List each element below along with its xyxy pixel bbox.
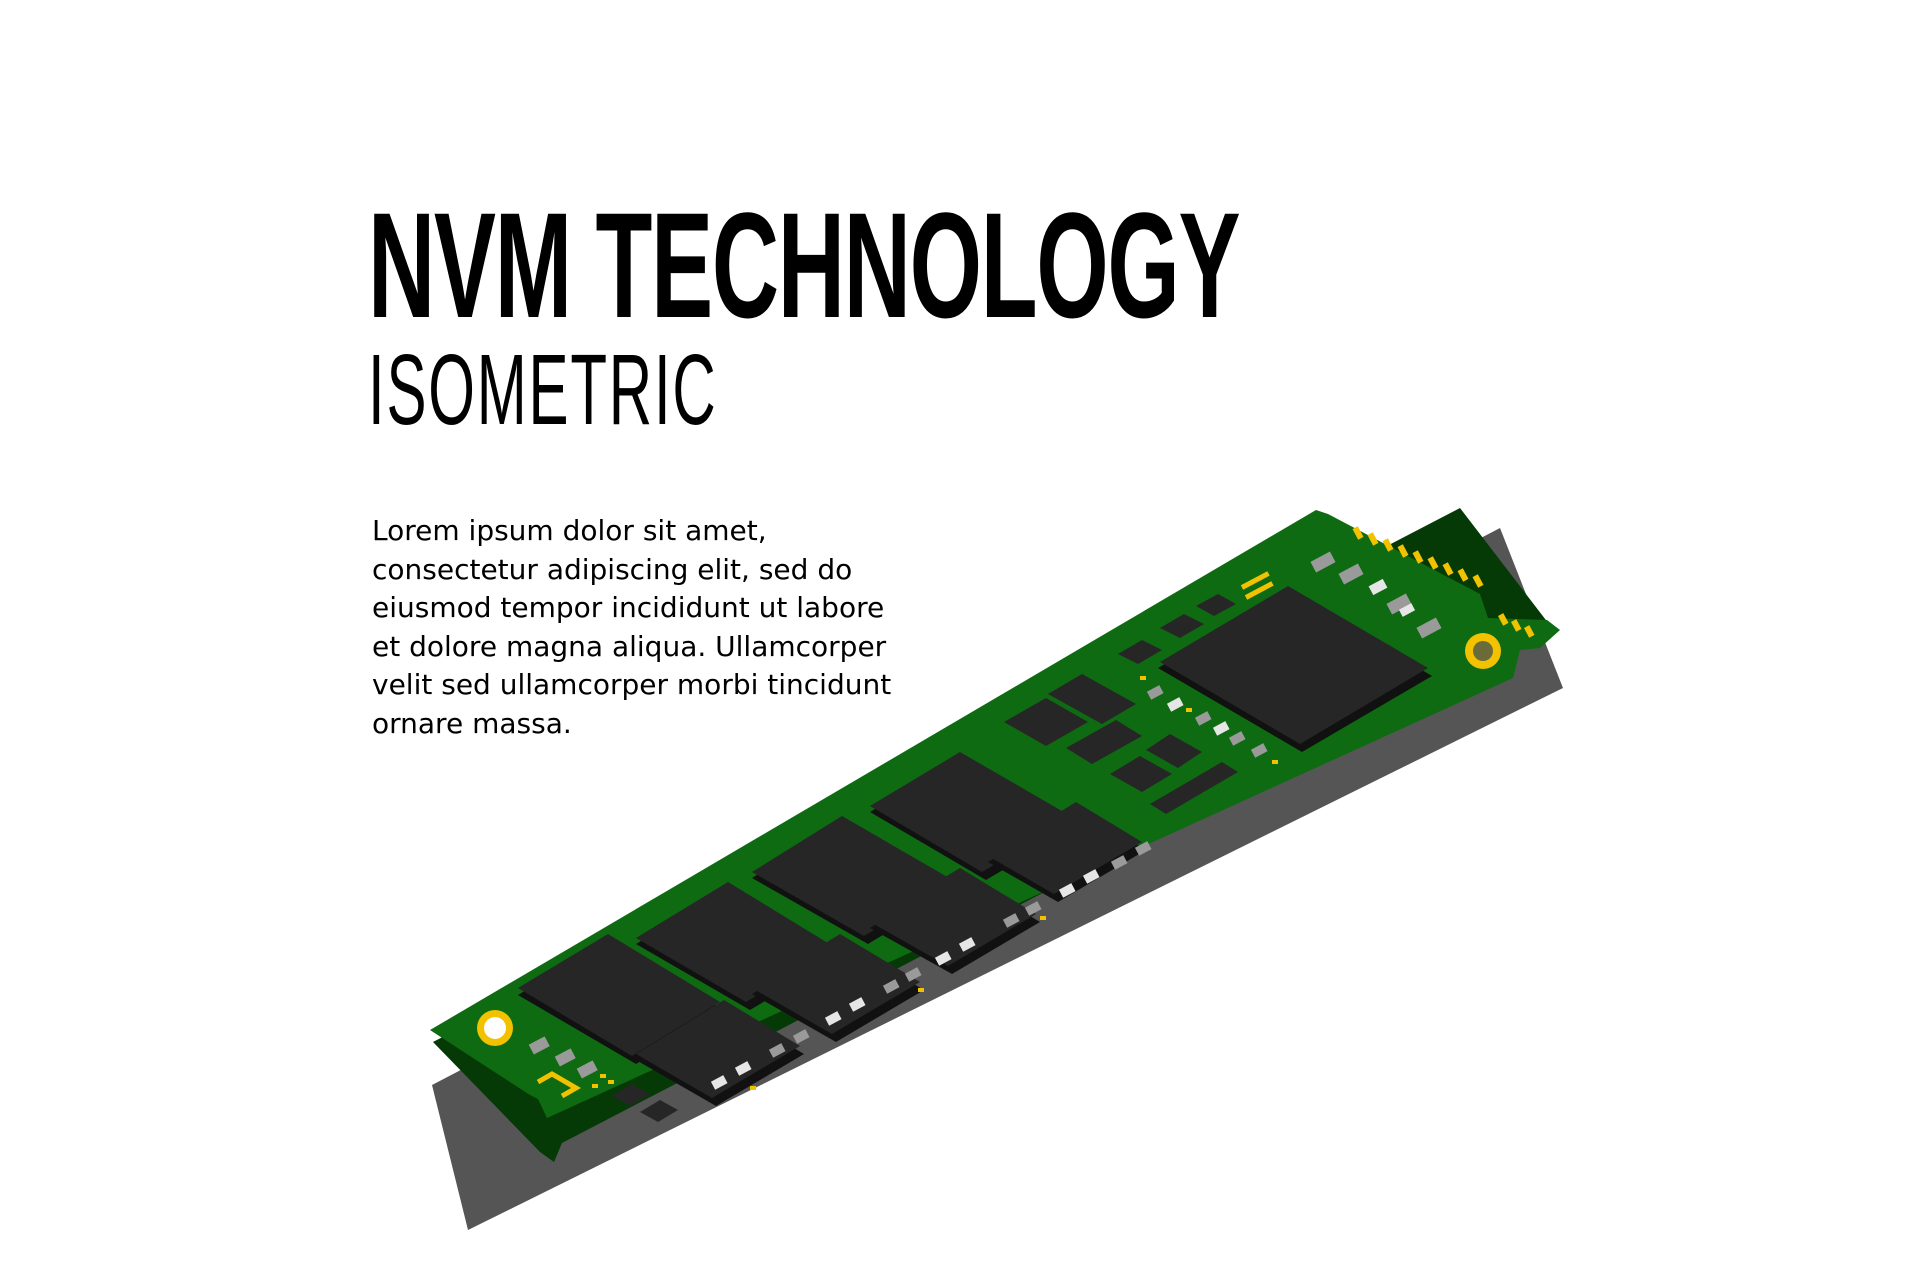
connector-pins bbox=[1352, 526, 1535, 638]
page-title: NVM TECHNOLOGY bbox=[368, 181, 1241, 349]
controller-chip bbox=[1158, 586, 1432, 752]
support-chips bbox=[612, 594, 1238, 1122]
nand-chip bbox=[870, 868, 1036, 966]
mounting-hole-right bbox=[1465, 633, 1501, 669]
nand-chip bbox=[636, 1000, 800, 1098]
body-paragraph: Lorem ipsum dolor sit amet, consectetur … bbox=[372, 514, 892, 740]
nand-chip bbox=[988, 802, 1142, 894]
passive-components bbox=[528, 551, 1442, 1090]
nand-chip bbox=[518, 934, 720, 1056]
page-subtitle: ISOMETRIC bbox=[368, 334, 718, 446]
gold-pads bbox=[536, 571, 1278, 1099]
nand-chip bbox=[752, 934, 920, 1034]
nand-chips bbox=[518, 752, 1146, 1106]
mounting-hole-left bbox=[477, 1010, 513, 1046]
